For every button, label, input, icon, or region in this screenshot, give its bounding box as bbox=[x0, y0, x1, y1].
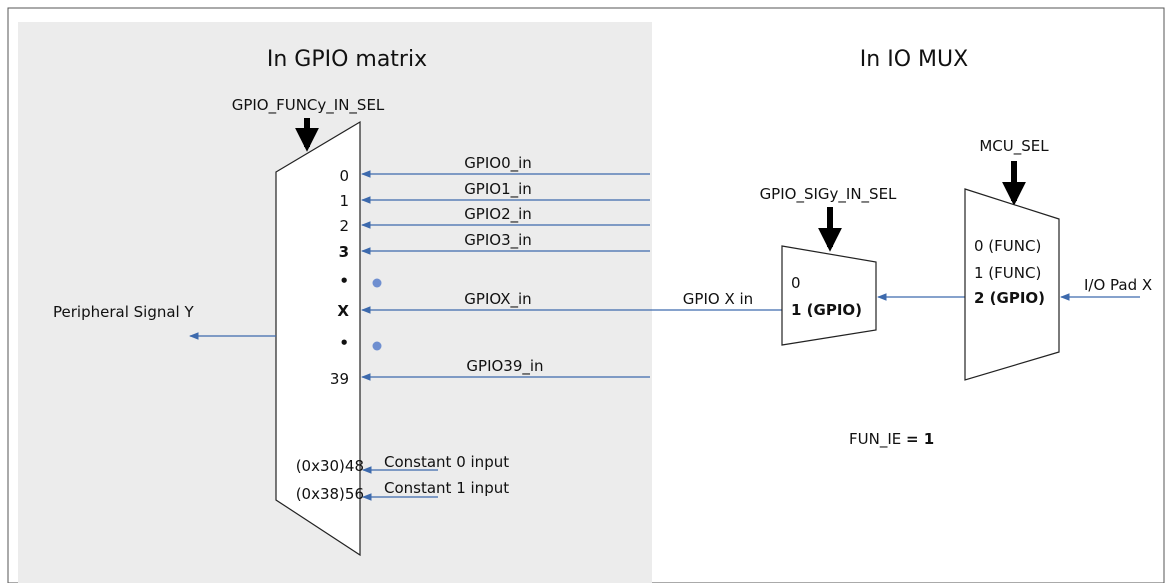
gpio2-in-label: GPIO2_in bbox=[464, 205, 532, 224]
input-index-3: 3 bbox=[339, 243, 349, 261]
input-index-39: 39 bbox=[330, 370, 349, 388]
io-mux-option-0: 0 (FUNC) bbox=[974, 237, 1041, 255]
input-index-x: X bbox=[337, 302, 349, 320]
ellipsis-top: • bbox=[339, 272, 349, 290]
constant-1-label: Constant 1 input bbox=[384, 479, 509, 497]
input-index-0: 0 bbox=[339, 167, 349, 185]
constant-index-48: (0x30)48 bbox=[296, 457, 364, 475]
mcu-sel-label: MCU_SEL bbox=[979, 137, 1049, 156]
sig-mux-option-0: 0 bbox=[791, 274, 801, 292]
input-index-1: 1 bbox=[339, 192, 349, 210]
gpio0-in-label: GPIO0_in bbox=[464, 154, 532, 173]
input-index-2: 2 bbox=[339, 217, 349, 235]
gpio-x-in-label: GPIO X in bbox=[683, 290, 753, 308]
ellipsis-bottom: • bbox=[339, 334, 349, 352]
constant-index-56: (0x38)56 bbox=[296, 485, 364, 503]
gpio-func-in-sel-label: GPIO_FUNCy_IN_SEL bbox=[232, 96, 385, 115]
gpio-sig-in-sel-label: GPIO_SIGy_IN_SEL bbox=[760, 185, 897, 204]
io-mux-option-2: 2 (GPIO) bbox=[974, 289, 1045, 307]
gpiox-in-label: GPIOX_in bbox=[464, 290, 531, 309]
io-mux-option-1: 1 (FUNC) bbox=[974, 264, 1041, 282]
gpio-sig-mux bbox=[781, 245, 877, 346]
fun-ie-label: FUN_IE = 1 bbox=[849, 430, 934, 449]
gpio-matrix-title: In GPIO matrix bbox=[267, 47, 427, 72]
gpio-matrix-mux bbox=[275, 120, 361, 557]
continuation-dot-bottom bbox=[372, 341, 382, 351]
gpio1-in-label: GPIO1_in bbox=[464, 180, 532, 199]
peripheral-signal-label: Peripheral Signal Y bbox=[53, 303, 194, 321]
gpio39-in-label: GPIO39_in bbox=[466, 357, 543, 376]
io-mux bbox=[964, 188, 1060, 381]
io-mux-title: In IO MUX bbox=[860, 47, 968, 72]
constant-0-label: Constant 0 input bbox=[384, 453, 509, 471]
fun-ie-value: = 1 bbox=[906, 430, 934, 448]
continuation-dot-top bbox=[372, 278, 382, 288]
io-pad-label: I/O Pad X bbox=[1084, 276, 1152, 294]
fun-ie-name: FUN_IE bbox=[849, 430, 906, 449]
sig-mux-option-1: 1 (GPIO) bbox=[791, 301, 862, 319]
gpio3-in-label: GPIO3_in bbox=[464, 231, 532, 250]
